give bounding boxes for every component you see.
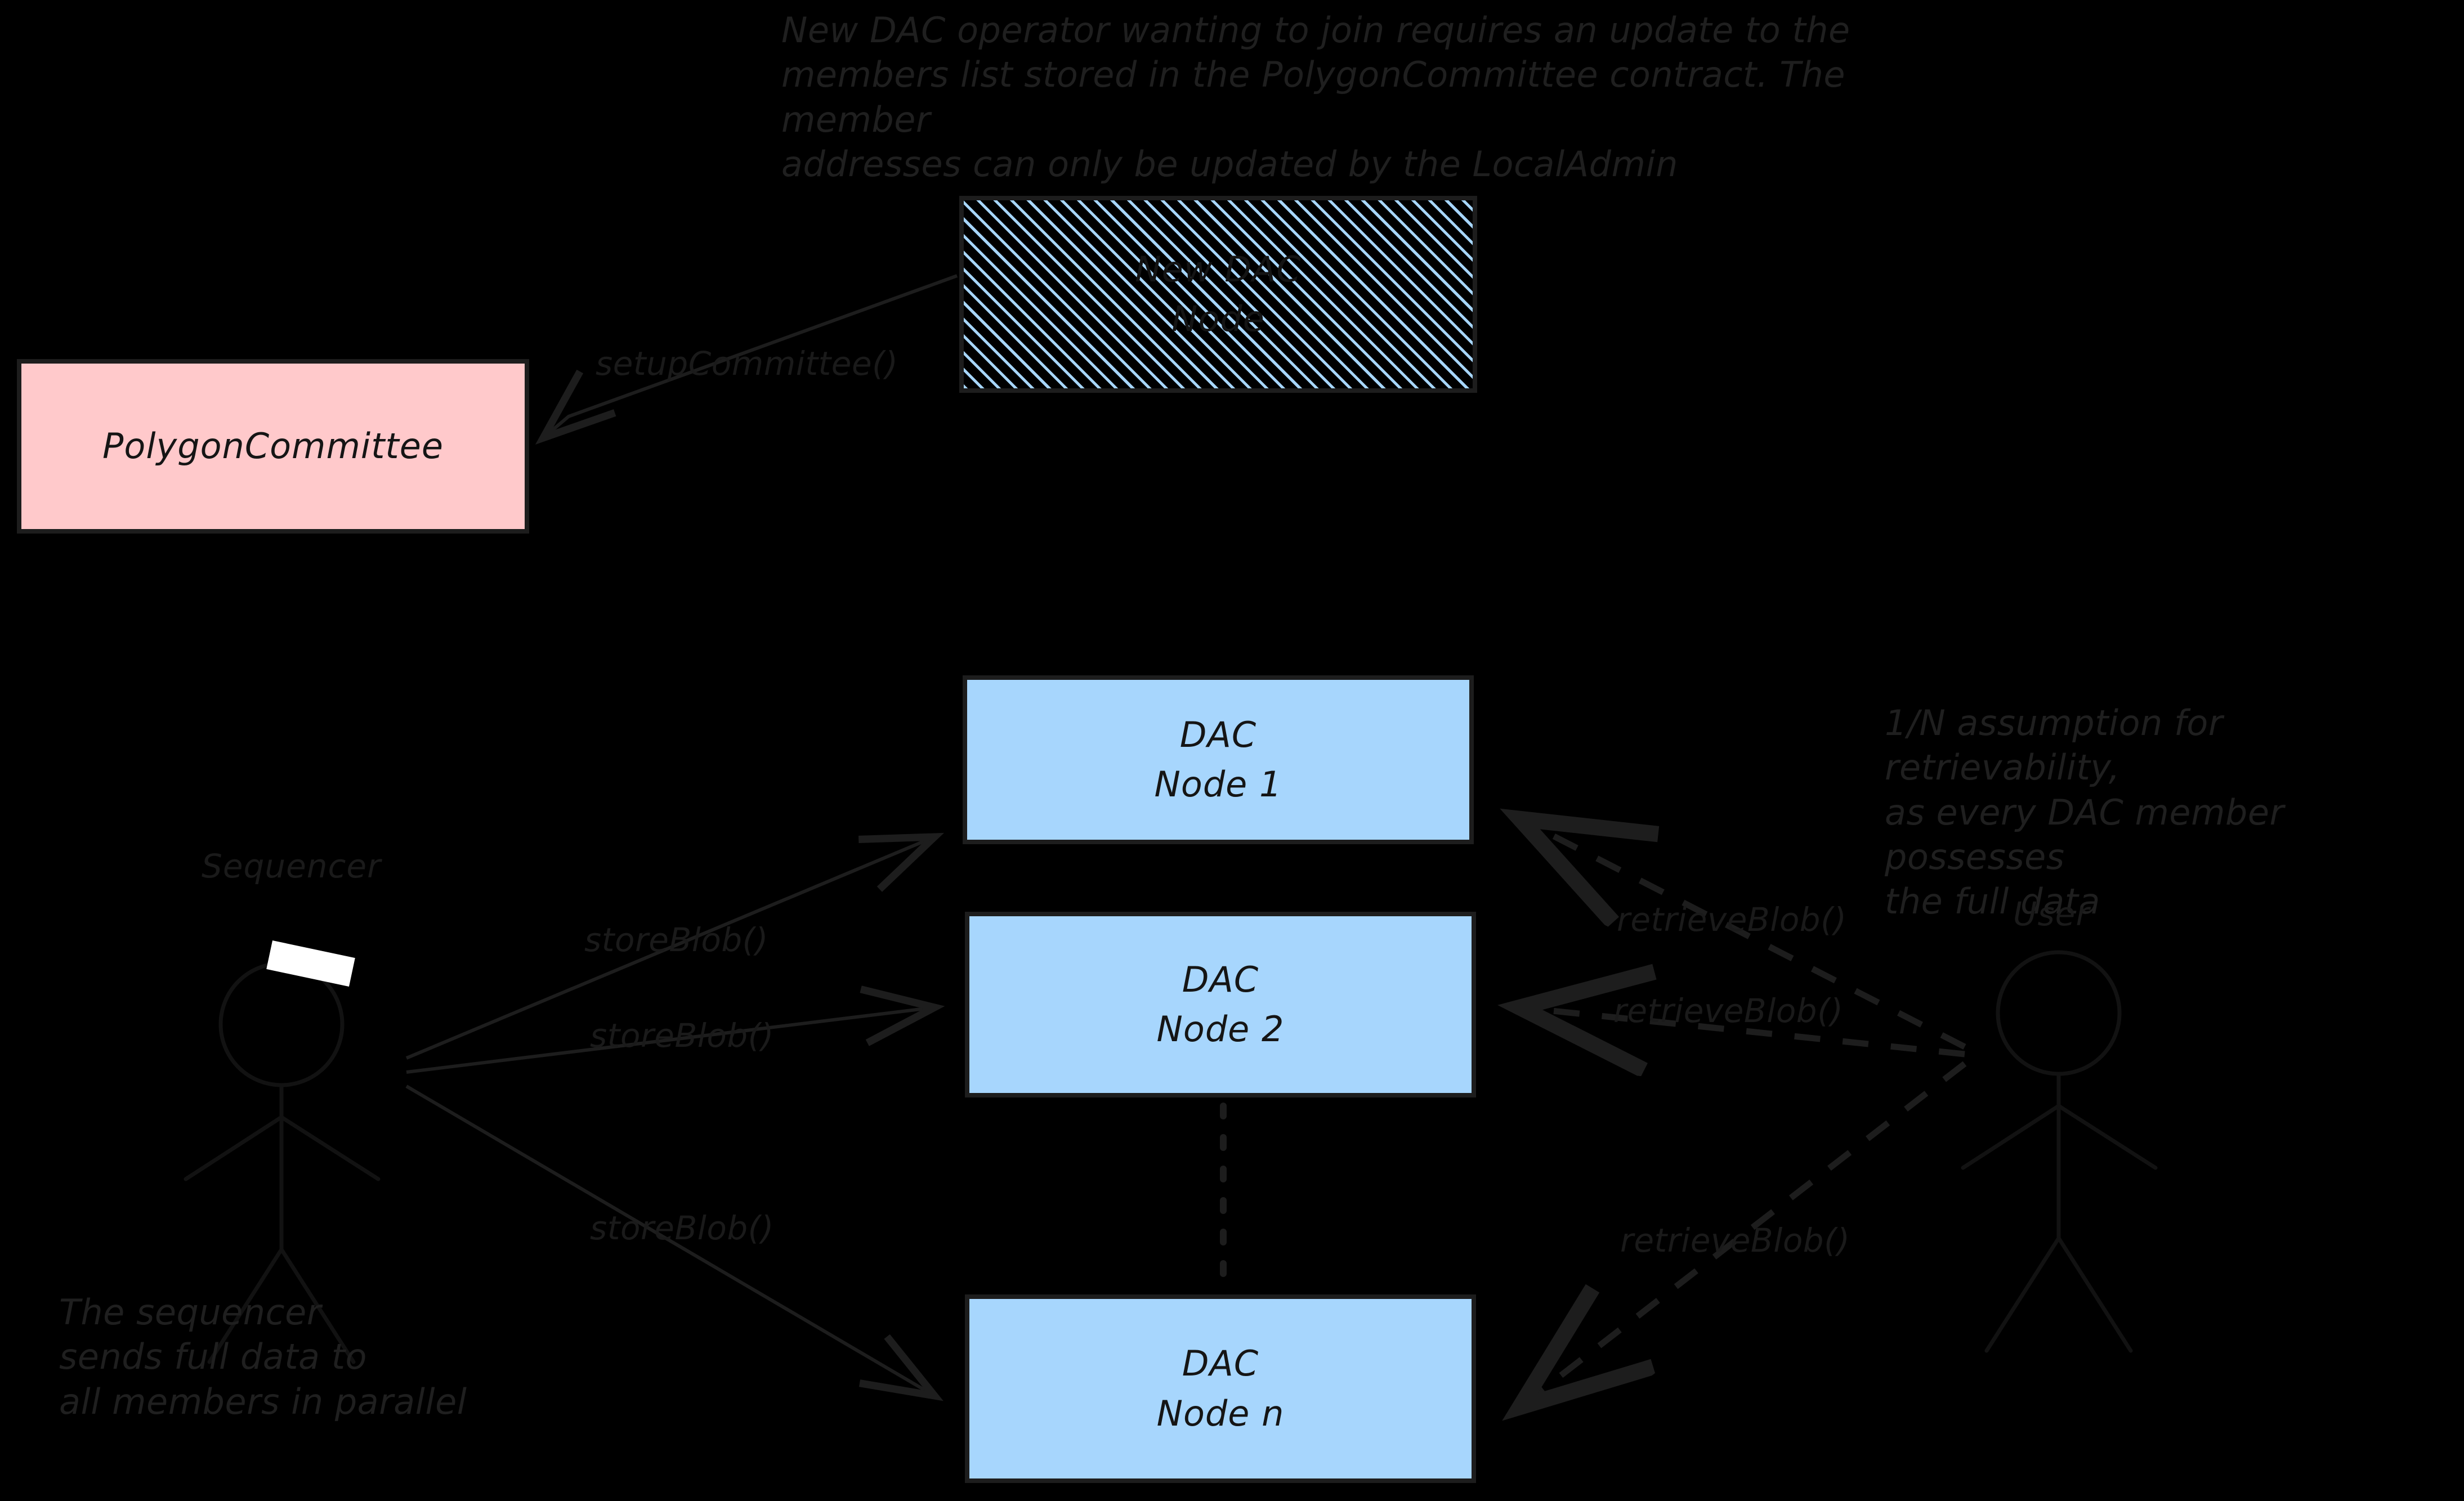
node-new-dac-node[interactable]: New DAC Node bbox=[959, 196, 1477, 393]
user-figure bbox=[1961, 950, 2158, 1353]
edge-setup-committee bbox=[543, 274, 958, 438]
actor-label-user: User bbox=[2013, 895, 2090, 933]
edge-store-blob-n bbox=[405, 1085, 934, 1396]
edge-label-setup-committee: setupCommittee() bbox=[596, 344, 898, 383]
node-dac-node-n[interactable]: DAC Node n bbox=[965, 1294, 1476, 1483]
edge-store-blob-1 bbox=[405, 837, 934, 1060]
node-polygon-committee[interactable]: PolygonCommittee bbox=[17, 359, 529, 534]
edge-label-retrieve-blob-2: retrieveBlob() bbox=[1613, 992, 1844, 1030]
edge-label-store-blob-n: storeBlob() bbox=[590, 1209, 774, 1247]
node-dac-node-1[interactable]: DAC Node 1 bbox=[963, 675, 1474, 844]
node-dac-node-2[interactable]: DAC Node 2 bbox=[965, 912, 1476, 1097]
bottom-left-annotation: The sequencer sends full data to all mem… bbox=[59, 1292, 467, 1422]
edge-label-store-blob-2: storeBlob() bbox=[590, 1016, 774, 1055]
edge-label-store-blob-1: storeBlob() bbox=[584, 921, 768, 959]
edge-label-retrieve-blob-1: retrieveBlob() bbox=[1617, 900, 1847, 939]
edge-store-blob-2 bbox=[406, 1007, 934, 1074]
right-annotation: 1/N assumption for retrievability, as ev… bbox=[1885, 702, 2284, 922]
edge-label-retrieve-blob-n: retrieveBlob() bbox=[1620, 1221, 1850, 1260]
top-annotation: New DAC operator wanting to join require… bbox=[781, 10, 1850, 185]
actor-label-sequencer: Sequencer bbox=[202, 847, 381, 885]
edge-retrieve-blob-1 bbox=[1520, 819, 1966, 1050]
